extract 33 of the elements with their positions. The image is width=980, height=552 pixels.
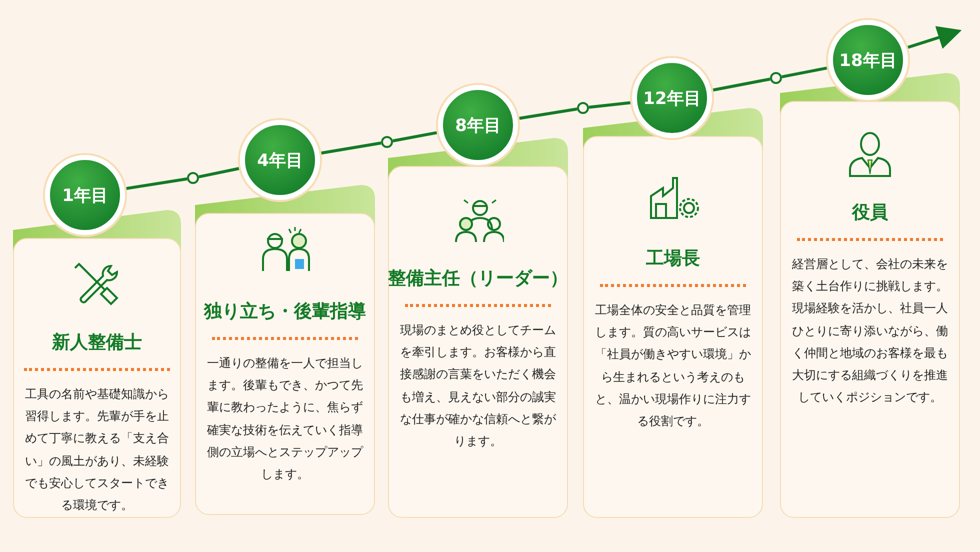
card-title: 工場長 <box>646 247 700 270</box>
line-dot <box>381 136 393 148</box>
year-badge <box>632 58 712 138</box>
line-dot <box>770 72 782 84</box>
card-title: 整備主任（リーダー） <box>388 267 568 290</box>
year-label: 12年目 <box>643 88 701 110</box>
connector-line <box>517 108 578 120</box>
year-badge <box>828 20 908 100</box>
year-label: 8年目 <box>455 114 501 136</box>
card-title: 新人整備士 <box>52 331 142 354</box>
arrow <box>906 26 962 50</box>
connector-line <box>588 101 632 109</box>
connector-line <box>124 177 188 190</box>
card-description: 一通りの整備を一人で担当します。後輩もでき、かつて先輩に教わったように、焦らず確実な技術を伝えていく指導側の立場へとステップアップします。 <box>206 355 364 483</box>
year-badge <box>45 155 125 235</box>
year-label: 4年目 <box>257 150 303 172</box>
card-title: 役員 <box>852 201 888 224</box>
card-description: 工場全体の安全と品質を管理します。質の高いサービスは「社員が働きやすい環境」から生まれるという考えのもと、温かい現場作りに注力する役割です。 <box>594 302 752 430</box>
line-dot <box>577 102 589 114</box>
card-description: 経営層として、会社の未来を築く土台作りに挑戦します。現場経験を活かし、社員一人ひとりに寄り添いながら、働く仲間と地域のお客様を最も大切にする組織づくりを推進していくポジションです。 <box>791 256 949 406</box>
line-dot <box>187 172 199 184</box>
card-description: 工具の名前や基礎知識から習得します。先輩が手を止めて丁寧に教える「支え合い」の風土があり、未経験でも安心してスタートできる環境です。 <box>24 386 170 514</box>
year-badge <box>240 120 320 200</box>
connector-line <box>782 66 829 78</box>
card-title: 独り立ち・後輩指導 <box>204 300 366 323</box>
connector-line <box>711 78 770 92</box>
year-label: 18年目 <box>839 50 897 72</box>
year-badge <box>438 85 518 165</box>
connector-line <box>198 166 242 178</box>
connector-line <box>392 130 439 142</box>
year-label: 1年目 <box>62 184 108 206</box>
connector-line <box>319 142 382 155</box>
card-description: 現場のまとめ役としてチームを牽引します。お客様から直接感謝の言葉をいただく機会も増え、見えない部分の誠実な仕事が確かな信頼へと繋がります。 <box>399 322 557 450</box>
